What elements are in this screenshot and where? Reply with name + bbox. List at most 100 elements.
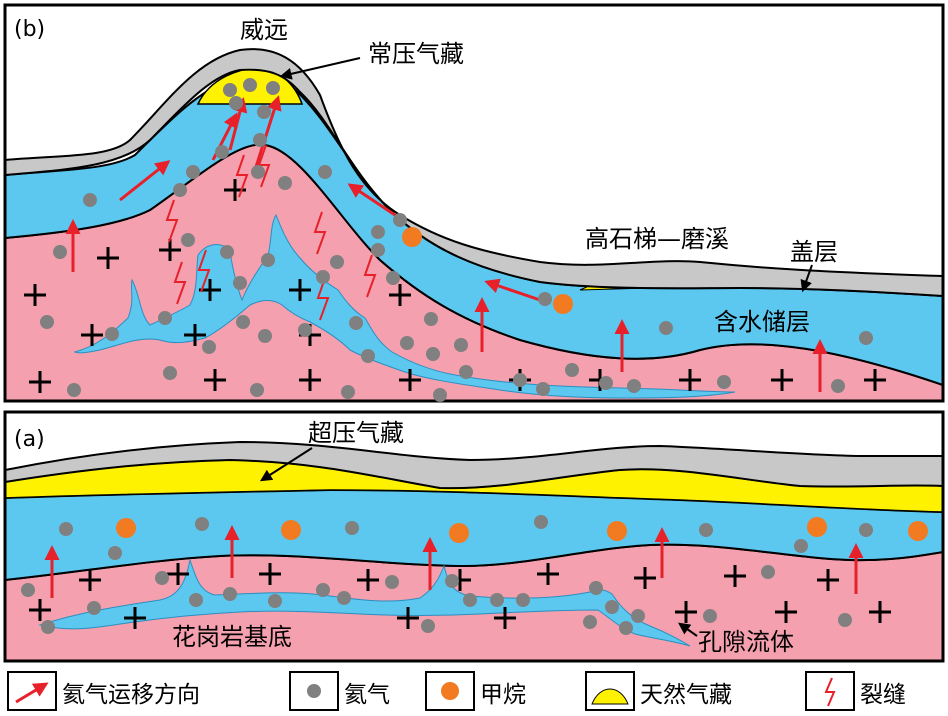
- helium-dot: [421, 619, 435, 633]
- helium-dot: [202, 340, 216, 354]
- helium-dot: [361, 349, 375, 363]
- pointer-normal-pressure-gas: [279, 57, 361, 80]
- plus-mark: [679, 369, 701, 391]
- helium-dot: [859, 331, 873, 345]
- helium-dot: [41, 620, 55, 634]
- helium-dot: [426, 347, 440, 361]
- methane-dot: [449, 523, 469, 543]
- legend-label-methane: 甲烷: [480, 682, 526, 708]
- helium-dot: [761, 565, 775, 579]
- fracture-mark: [313, 211, 327, 255]
- helium-dot: [186, 165, 200, 179]
- helium-dot: [108, 546, 122, 560]
- helium-dot: [261, 253, 275, 267]
- helium-dot: [253, 133, 267, 147]
- plus-mark: [79, 569, 101, 591]
- helium-dot: [583, 615, 597, 629]
- plus-mark: [167, 563, 189, 585]
- legend-label-helium: 氦气: [344, 682, 390, 708]
- helium-dot: [298, 323, 312, 337]
- pore-fluid-network-b: [73, 213, 736, 399]
- helium-dot: [266, 81, 280, 95]
- fracture-mark: [257, 144, 271, 188]
- panel-b: (b) 威远 常压气藏 高石梯—磨溪 盖层 含水储层: [3, 3, 945, 403]
- plus-mark: [389, 284, 411, 306]
- helium-dot: [605, 600, 619, 614]
- helium-dot: [838, 613, 852, 627]
- pointer-overpressure-gas: [259, 447, 313, 482]
- helium-dot: [393, 213, 407, 227]
- normal-pressure-gas-label: 常压气藏: [368, 40, 464, 68]
- orange-dot-icon: [441, 682, 459, 700]
- caprock-a: [5, 440, 943, 490]
- helium-dot: [589, 581, 603, 595]
- helium-dot: [158, 311, 172, 325]
- plus-mark: [204, 369, 226, 391]
- gaoshiti-moxi-label: 高石梯—磨溪: [585, 225, 729, 253]
- fracture-mark: [197, 249, 211, 293]
- helium-dot: [400, 336, 414, 350]
- legend-swatch-helium: [289, 671, 339, 711]
- plus-mark: [159, 239, 181, 261]
- aquifer-label: 含水储层: [714, 308, 810, 336]
- caprock-label: 盖层: [790, 238, 838, 266]
- helium-dot: [330, 255, 344, 269]
- helium-dot: [534, 515, 548, 529]
- helium-dot: [831, 379, 845, 393]
- pore-fluid-label: 孔隙流体: [698, 628, 794, 656]
- methane-dot: [116, 518, 136, 538]
- helium-dot: [565, 363, 579, 377]
- helium-dot: [703, 609, 717, 623]
- plus-mark: [29, 371, 51, 393]
- plus-mark: [494, 607, 516, 629]
- helium-dot: [189, 593, 203, 607]
- helium-dot: [67, 383, 81, 397]
- helium-dot: [173, 183, 187, 197]
- helium-migration-arrow: [484, 278, 541, 302]
- helium-dot: [445, 574, 459, 588]
- plus-mark: [97, 247, 119, 269]
- helium-dot: [220, 245, 234, 259]
- helium-dot: [337, 591, 351, 605]
- aquifer-b: [5, 78, 943, 387]
- yellow-mound-icon: [591, 688, 629, 705]
- helium-dot: [236, 315, 250, 329]
- helium-migration-arrow: [119, 160, 171, 202]
- methane-dot: [402, 227, 422, 247]
- basement-plus-marks-b: [24, 179, 886, 393]
- helium-dot: [463, 593, 477, 607]
- helium-dot: [181, 233, 195, 247]
- plus-mark: [771, 369, 793, 391]
- helium-dot: [631, 609, 645, 623]
- helium-dot: [195, 517, 209, 531]
- plus-mark: [81, 324, 103, 346]
- helium-dot: [536, 382, 550, 396]
- helium-dot: [250, 383, 264, 397]
- plus-mark: [289, 279, 311, 301]
- fracture-mark: [363, 254, 377, 298]
- helium-migration-arrows-b: [65, 95, 828, 392]
- helium-dot: [316, 583, 330, 597]
- helium-migration-arrows-a: [44, 525, 864, 598]
- legend-label-fracture: 裂缝: [860, 682, 906, 708]
- helium-dot: [513, 373, 527, 387]
- plus-mark: [817, 569, 839, 591]
- legend-label-gas-reservoir: 天然气藏: [640, 682, 732, 708]
- plus-mark: [357, 569, 379, 591]
- plus-mark: [124, 607, 146, 629]
- methane-dot: [908, 521, 928, 541]
- helium-dot: [345, 521, 359, 535]
- fracture-mark: [165, 199, 179, 243]
- caprock-b: [5, 48, 943, 298]
- plus-mark: [399, 369, 421, 391]
- helium-dot: [251, 165, 265, 179]
- helium-dot: [257, 105, 271, 119]
- helium-dot: [229, 96, 243, 110]
- helium-dot: [717, 375, 731, 389]
- plus-mark: [299, 369, 321, 391]
- helium-dot: [223, 587, 237, 601]
- plus-mark: [537, 563, 559, 585]
- plus-mark: [634, 567, 656, 589]
- red-fracture-icon: [824, 677, 836, 707]
- methane-dot: [607, 521, 627, 541]
